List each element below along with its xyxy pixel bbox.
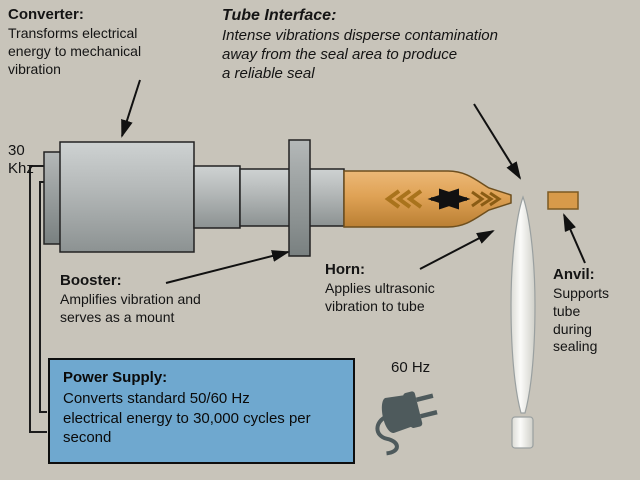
tube-interface-title: Tube Interface: — [222, 7, 337, 24]
booster-body: Amplifies vibration and serves as a moun… — [60, 290, 201, 325]
anvil-shape — [547, 191, 579, 210]
tube-interface-body: Intense vibrations disperse contaminatio… — [222, 27, 498, 83]
anvil-title: Anvil: — [553, 266, 595, 283]
frequency-30khz-label: 30 Khz — [8, 142, 34, 177]
converter-callout-arrow — [121, 79, 141, 138]
booster-title: Booster: — [60, 272, 122, 289]
anvil-label: Anvil: Supports tube during sealing — [553, 266, 635, 356]
power-supply-title: Power Supply: — [63, 369, 168, 386]
flange-shape — [288, 139, 311, 257]
horn-shape — [343, 170, 512, 228]
horn-title: Horn: — [325, 261, 365, 278]
booster-callout-arrow — [165, 250, 290, 284]
power-supply-body: Converts standard 50/60 Hz electrical en… — [63, 390, 311, 446]
frequency-60hz-label: 60 Hz — [391, 359, 431, 376]
power-supply-box: Power Supply: Converts standard 50/60 Hz… — [48, 358, 355, 464]
anvil-callout-arrow — [563, 213, 586, 264]
booster-shape — [193, 165, 345, 229]
horn-label: Horn: Applies ultrasonic vibration to tu… — [325, 261, 495, 316]
chevrons-left-icon — [384, 189, 423, 209]
anvil-body: Supports tube during sealing — [553, 284, 610, 355]
tube-interface-label: Tube Interface: Intense vibrations dispe… — [222, 6, 622, 84]
converter-label: Converter: Transforms electrical energy … — [8, 6, 188, 78]
tube-cap-shape — [511, 416, 534, 449]
converter-body: Transforms electrical energy to mechanic… — [8, 24, 142, 77]
horn-callout-arrow — [419, 230, 495, 270]
power-plug-icon — [375, 391, 438, 456]
converter-shape — [43, 141, 195, 253]
tube-shape — [510, 195, 536, 449]
booster-label: Booster: Amplifies vibration and serves … — [60, 272, 270, 327]
tube-interface-callout-arrow — [473, 103, 522, 180]
chevrons-right-icon — [471, 190, 502, 208]
converter-title: Converter: — [8, 6, 84, 23]
horn-body: Applies ultrasonic vibration to tube — [325, 279, 435, 314]
